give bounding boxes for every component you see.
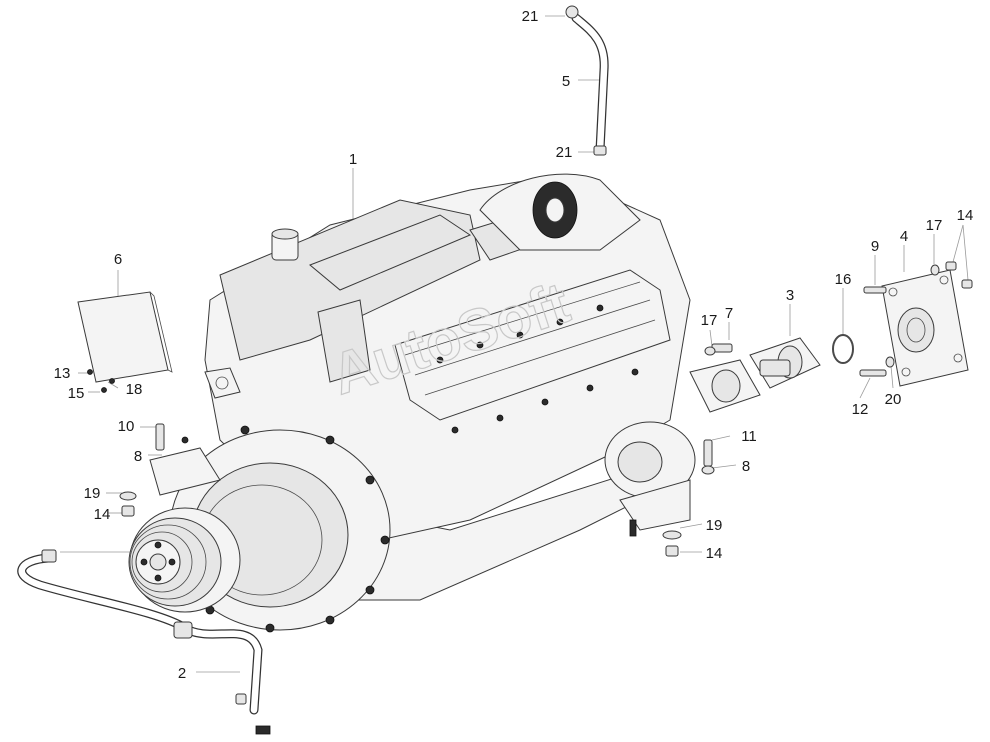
callout-14-lower: 14 — [706, 545, 723, 562]
left-mount-bracket — [119, 423, 221, 517]
o-ring — [832, 334, 854, 364]
callout-labels: 1 2 3 4 5 6 7 8 8 9 10 11 12 13 14 14 14… — [54, 8, 974, 682]
cover-fasteners — [859, 261, 973, 377]
rear-cover-plate — [881, 269, 969, 387]
callout-7: 7 — [725, 305, 733, 322]
callout-4: 4 — [900, 228, 908, 245]
drive-coupling — [689, 337, 821, 413]
callout-2: 2 — [178, 665, 186, 682]
crankshaft-pulley — [128, 507, 241, 613]
callout-17-right: 17 — [926, 217, 943, 234]
callout-14-left: 14 — [94, 506, 111, 523]
callout-18: 18 — [126, 381, 143, 398]
callout-21-lower: 21 — [556, 144, 573, 161]
callout-12: 12 — [852, 401, 869, 418]
leader-lines — [60, 15, 969, 673]
callout-19-left: 19 — [84, 485, 101, 502]
callout-11: 11 — [741, 428, 757, 445]
callout-10: 10 — [118, 418, 135, 435]
callout-19-right: 19 — [706, 517, 723, 534]
callout-16: 16 — [835, 271, 852, 288]
callout-3: 3 — [786, 287, 794, 304]
crankcase-vent-hose — [565, 5, 609, 156]
water-pump — [604, 421, 715, 557]
callout-14-right: 14 — [957, 207, 974, 224]
callout-13: 13 — [54, 365, 71, 382]
drain-hose — [17, 549, 271, 735]
callout-15: 15 — [68, 385, 85, 402]
callout-8-left: 8 — [134, 448, 142, 465]
heat-shield-panel — [77, 291, 173, 393]
callout-20: 20 — [885, 391, 902, 408]
callout-8-right: 8 — [742, 458, 750, 475]
callout-1: 1 — [349, 151, 357, 168]
callout-5: 5 — [562, 73, 570, 90]
callout-9: 9 — [871, 238, 879, 255]
callout-6: 6 — [114, 251, 122, 268]
callout-21-top: 21 — [522, 8, 539, 25]
callout-17-left: 17 — [701, 312, 718, 329]
